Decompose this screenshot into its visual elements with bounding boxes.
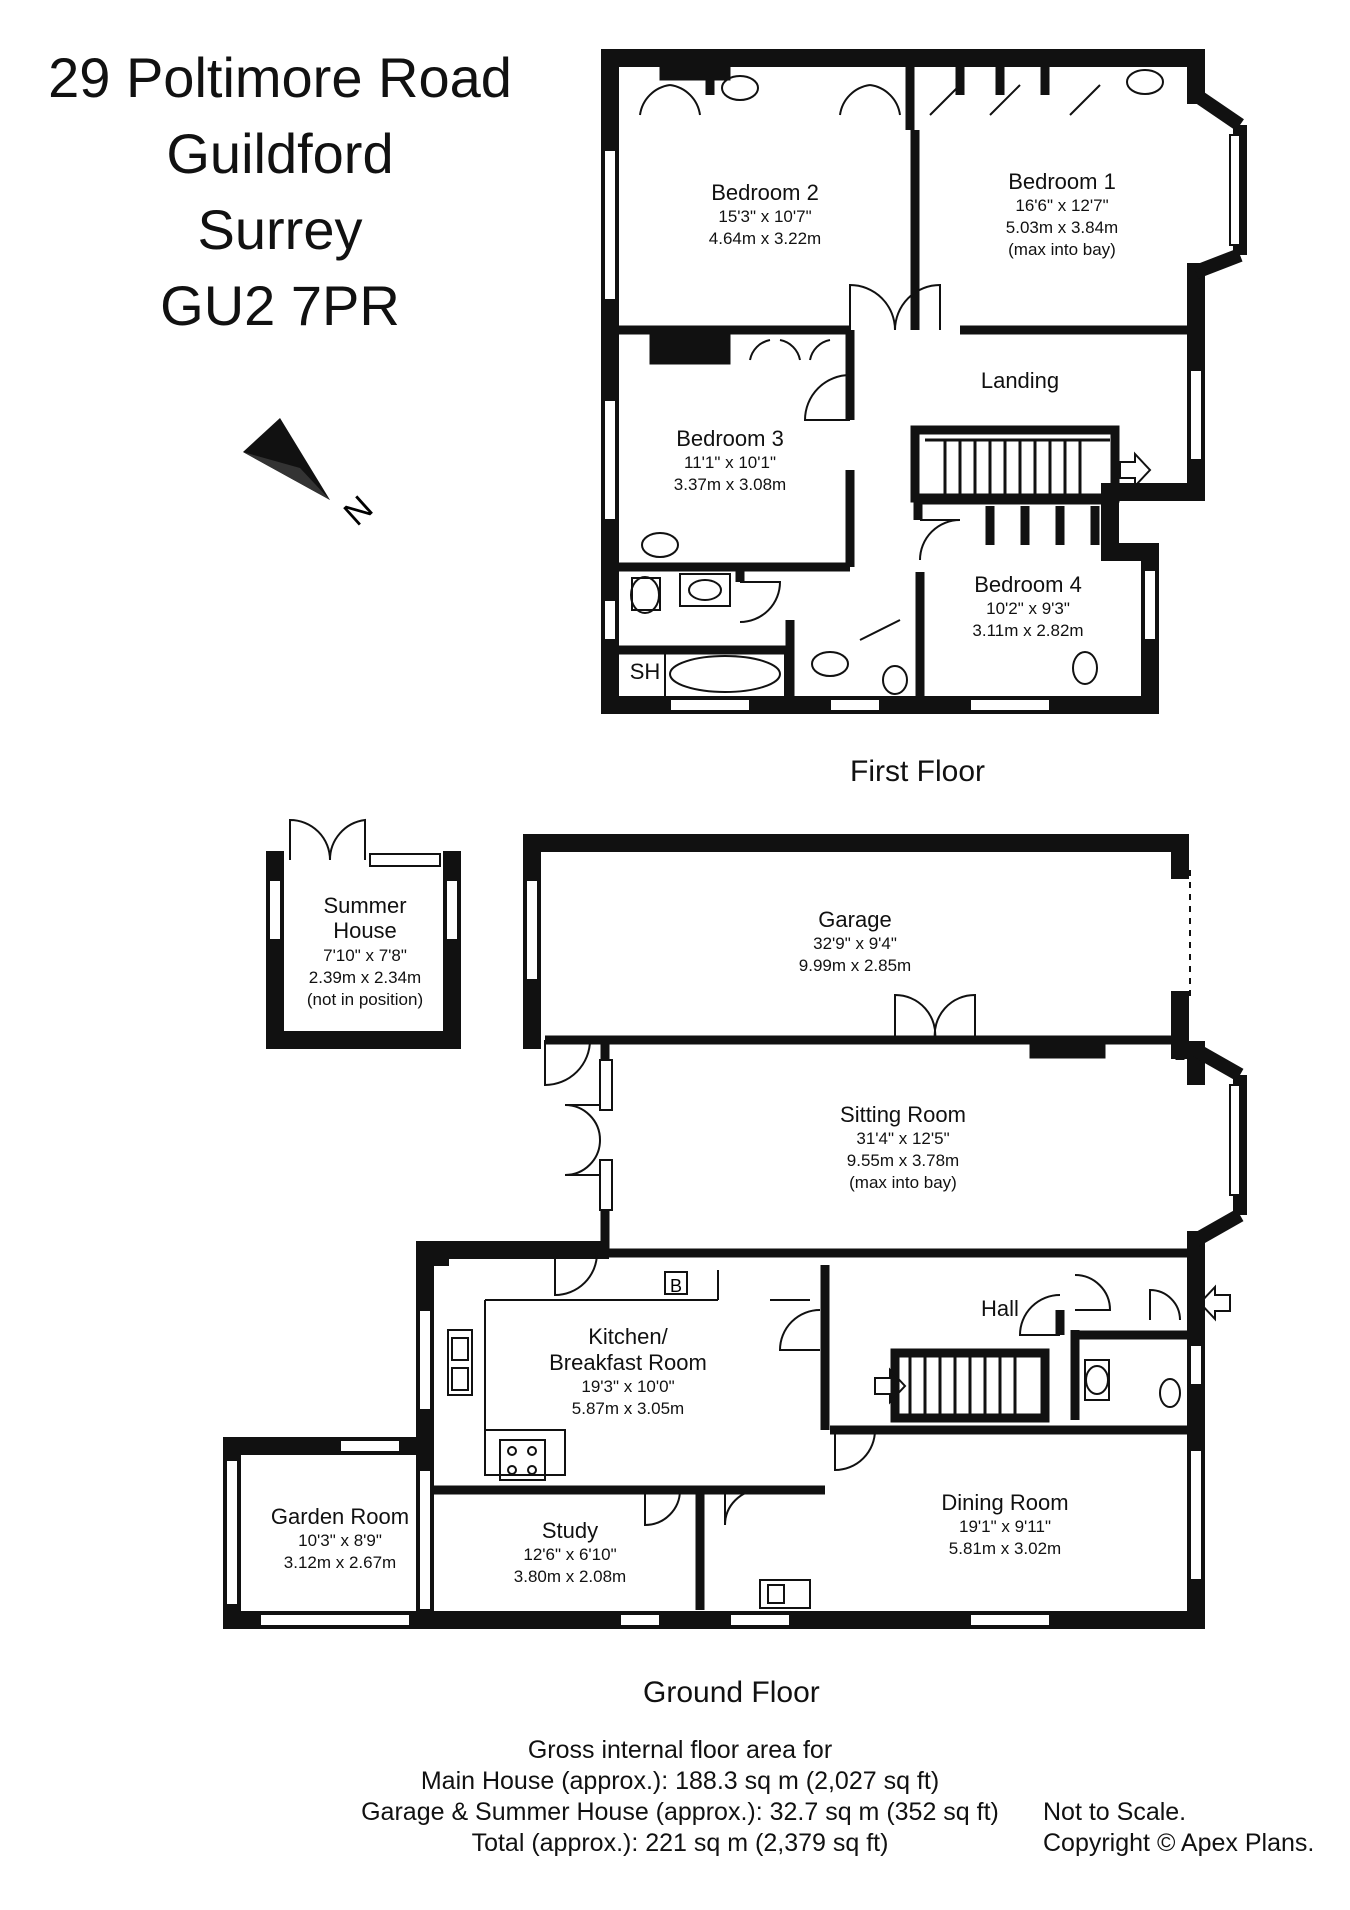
- kitchen-imperial: 19'3" x 10'0": [581, 1377, 674, 1396]
- kitchen-name-line1: Kitchen/: [588, 1324, 668, 1349]
- study-metric: 3.80m x 2.08m: [514, 1567, 626, 1586]
- sitting-room-note: (max into bay): [849, 1173, 957, 1192]
- dining-room-name: Dining Room: [941, 1490, 1068, 1515]
- floor-area-summary: Gross internal floor area for Main House…: [300, 1735, 1060, 1859]
- bedroom2-metric: 4.64m x 3.22m: [709, 229, 821, 248]
- bedroom1-imperial: 16'6" x 12'7": [1015, 196, 1108, 215]
- dining-room-metric: 5.81m x 3.02m: [949, 1539, 1061, 1558]
- bedroom4-metric: 3.11m x 2.82m: [972, 621, 1083, 640]
- landing-name: Landing: [981, 368, 1059, 393]
- garden-room-metric: 3.12m x 2.67m: [284, 1553, 396, 1572]
- scale-note: Not to Scale.: [1043, 1798, 1187, 1826]
- first-floor-labels: Bedroom 2 15'3" x 10'7" 4.64m x 3.22m Be…: [630, 169, 1119, 684]
- copyright-note: Copyright © Apex Plans.: [1043, 1829, 1315, 1857]
- bedroom2-name: Bedroom 2: [711, 180, 819, 205]
- summer-house-name-line1: Summer: [323, 893, 406, 918]
- floor-area-total: Total (approx.): 221 sq m (2,379 sq ft): [471, 1829, 889, 1857]
- ground-floor-plan: [223, 59, 1247, 1629]
- address-line-postcode: GU2 7PR: [160, 274, 400, 337]
- kitchen-name-line2: Breakfast Room: [549, 1350, 707, 1375]
- property-address: 29 Poltimore Road Guildford Surrey GU2 7…: [20, 40, 540, 344]
- study-imperial: 12'6" x 6'10": [523, 1545, 616, 1564]
- bedroom1-name: Bedroom 1: [1008, 169, 1116, 194]
- kitchen-metric: 5.87m x 3.05m: [572, 1399, 684, 1418]
- bedroom3-metric: 3.37m x 3.08m: [674, 475, 786, 494]
- garden-room-imperial: 10'3" x 8'9": [298, 1531, 382, 1550]
- sitting-room-metric: 9.55m x 3.78m: [847, 1151, 959, 1170]
- bedroom3-imperial: 11'1" x 10'1": [684, 453, 776, 472]
- bedroom3-name: Bedroom 3: [676, 426, 784, 451]
- address-line-town: Guildford: [166, 122, 394, 185]
- garage-imperial: 32'9" x 9'4": [813, 934, 897, 953]
- garage-name: Garage: [818, 907, 891, 932]
- bedroom2-imperial: 15'3" x 10'7": [718, 207, 811, 226]
- address-line-county: Surrey: [197, 198, 363, 261]
- sitting-room-name: Sitting Room: [840, 1102, 966, 1127]
- north-arrow-icon: [243, 418, 330, 500]
- summer-house-imperial: 7'10" x 7'8": [323, 946, 407, 965]
- compass-north-label: N: [337, 489, 381, 534]
- bedroom4-imperial: 10'2" x 9'3": [986, 599, 1070, 618]
- floor-area-main-house: Main House (approx.): 188.3 sq m (2,027 …: [420, 1767, 940, 1795]
- plan-notes: Not to Scale. Copyright © Apex Plans.: [1043, 1797, 1314, 1859]
- bedroom4-name: Bedroom 4: [974, 572, 1082, 597]
- garage-metric: 9.99m x 2.85m: [799, 956, 911, 975]
- bedroom1-metric: 5.03m x 3.84m: [1006, 218, 1118, 237]
- sitting-room-imperial: 31'4" x 12'5": [856, 1129, 949, 1148]
- ground-floor-labels: Summer House 7'10" x 7'8" 2.39m x 2.34m …: [271, 893, 1069, 1586]
- ground-floor-label: Ground Floor: [643, 1676, 820, 1709]
- floor-area-garage-summer: Garage & Summer House (approx.): 32.7 sq…: [361, 1798, 999, 1826]
- floor-area-heading: Gross internal floor area for: [527, 1736, 833, 1764]
- garden-room-name: Garden Room: [271, 1504, 409, 1529]
- shower-label: SH: [630, 659, 661, 684]
- summer-house-metric: 2.39m x 2.34m: [309, 968, 421, 987]
- summer-house-note: (not in position): [307, 990, 423, 1009]
- first-floor-plan: [601, 49, 1247, 714]
- address-line-street: 29 Poltimore Road: [48, 46, 512, 109]
- summer-house-name-line2: House: [333, 918, 397, 943]
- dining-room-imperial: 19'1" x 9'11": [959, 1517, 1051, 1536]
- first-floor-label: First Floor: [850, 755, 985, 788]
- study-name: Study: [542, 1518, 598, 1543]
- boiler-label: B: [670, 1276, 682, 1296]
- hall-name: Hall: [981, 1296, 1019, 1321]
- bedroom1-note: (max into bay): [1008, 240, 1116, 259]
